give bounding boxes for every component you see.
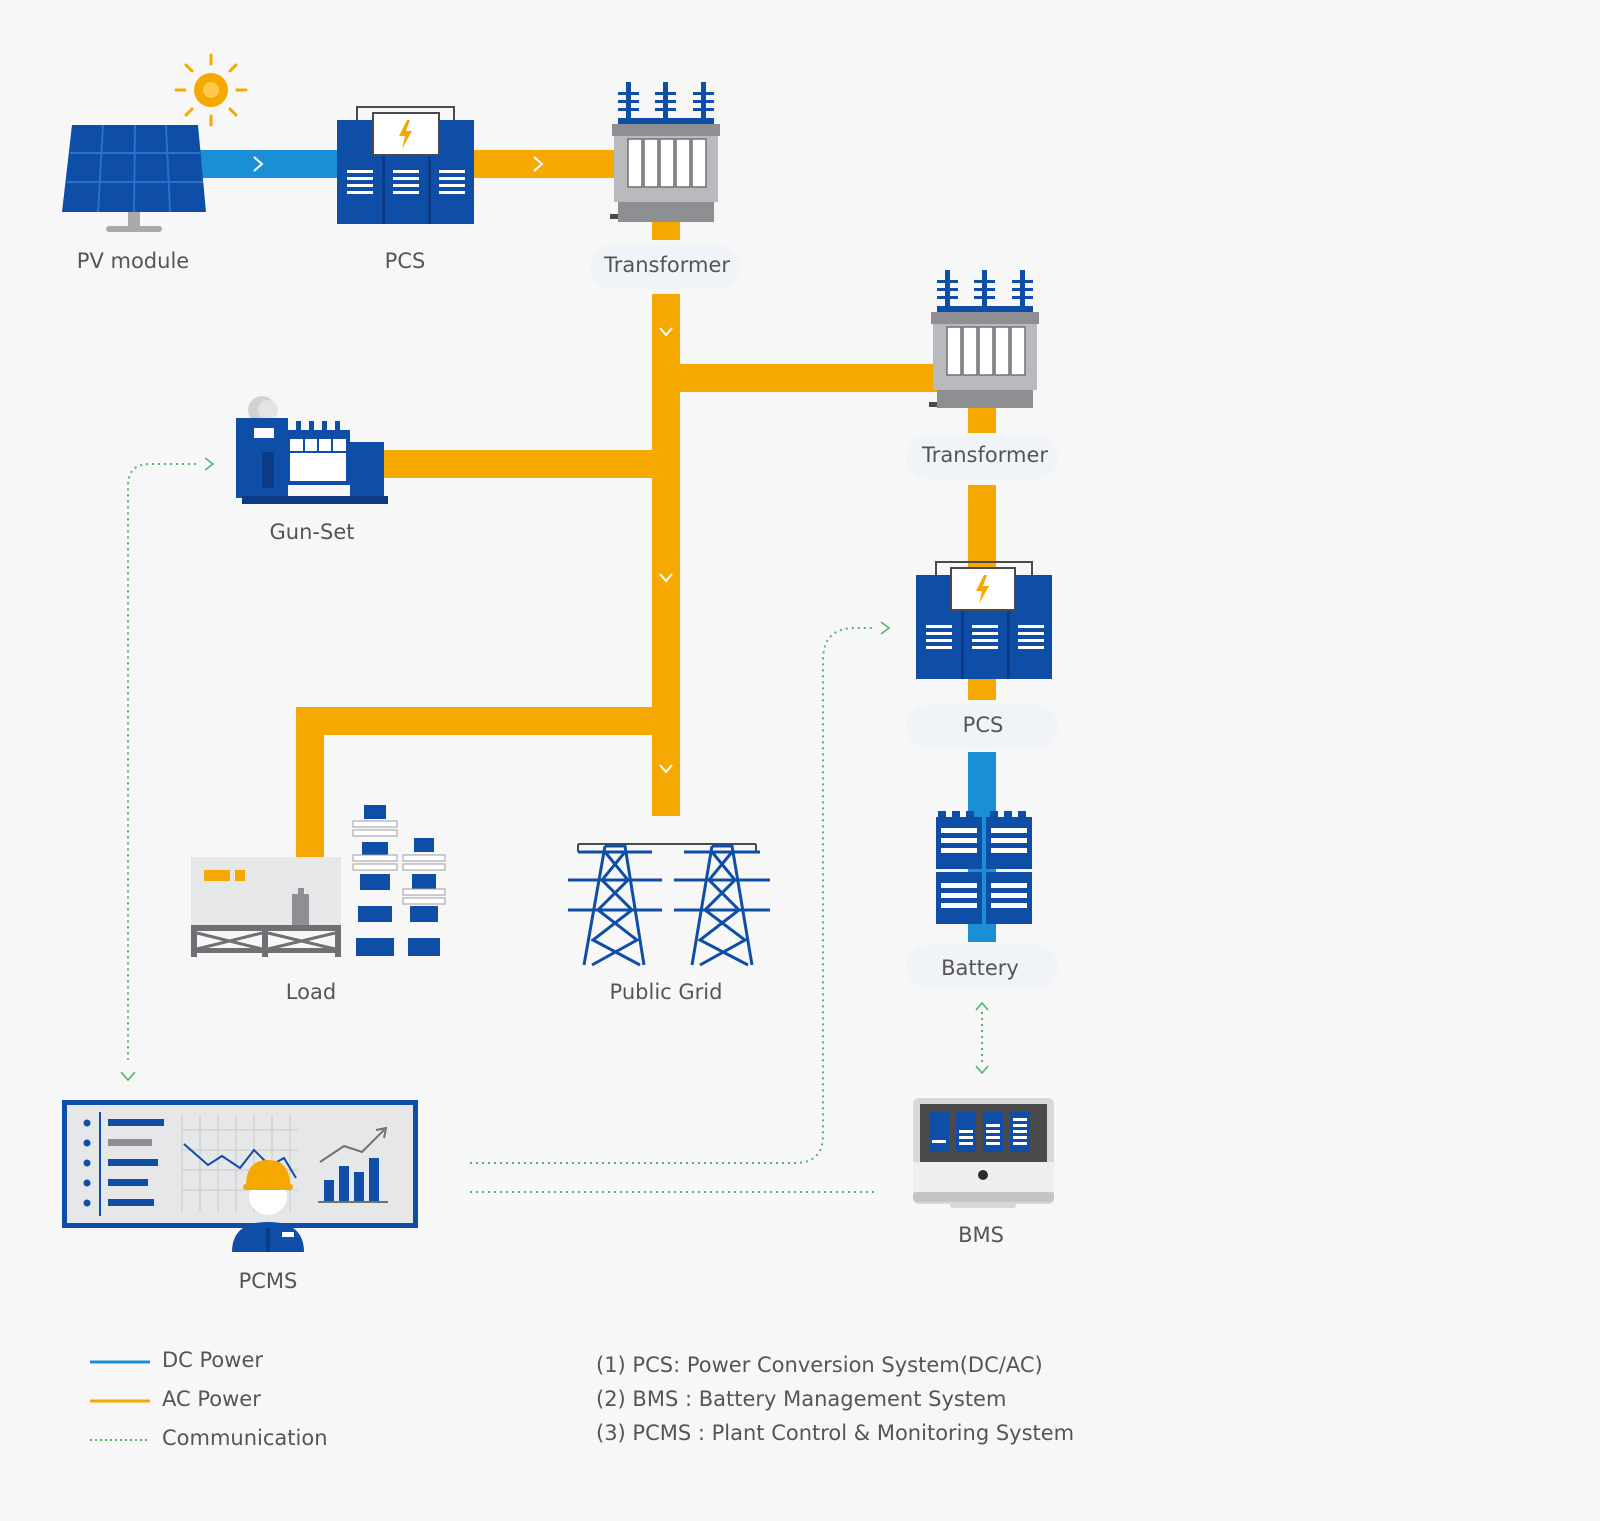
- factory-icon: [191, 805, 446, 957]
- transformer-icon: [610, 82, 720, 222]
- gun-set-label: Gun-Set: [269, 520, 355, 544]
- communication-lines: [127, 463, 983, 1193]
- bms-monitor-icon: [913, 1098, 1054, 1208]
- pcs-cabinet-icon: [337, 106, 474, 224]
- power-tower-icon: [568, 843, 770, 967]
- communication-arrowheads: [120, 457, 989, 1082]
- transformer-right-label-bg: [906, 435, 1058, 479]
- battery-label-bg: [906, 945, 1058, 989]
- legend-swatches: [90, 1360, 150, 1441]
- pcs-right-label-bg: [906, 705, 1058, 749]
- legend-dc-power: DC Power: [162, 1348, 264, 1372]
- battery-rack-icon: [936, 811, 1032, 924]
- engineer-icon: [232, 1160, 304, 1252]
- legend-ac-power: AC Power: [162, 1387, 261, 1411]
- public-grid-label: Public Grid: [609, 980, 723, 1004]
- pcs-top-label: PCS: [384, 249, 426, 273]
- flow-arrows: [253, 156, 673, 774]
- transformer-icon: [929, 270, 1039, 408]
- pcs-right-label: PCS: [962, 713, 1004, 737]
- sun-icon: [174, 53, 248, 127]
- note-pcms: (3) PCMS : Plant Control & Monitoring Sy…: [596, 1421, 1075, 1445]
- legend-communication: Communication: [162, 1426, 328, 1450]
- load-label: Load: [285, 980, 337, 1004]
- note-pcs: (1) PCS: Power Conversion System(DC/AC): [596, 1353, 1043, 1377]
- monitor-dashboard-icon: [62, 1100, 418, 1228]
- battery-label: Battery: [941, 956, 1019, 980]
- transformer-top-label-bg: [590, 245, 740, 289]
- pcms-label: PCMS: [238, 1269, 298, 1293]
- generator-icon: [236, 396, 388, 504]
- bms-label: BMS: [958, 1223, 1004, 1247]
- pv-module-label: PV module: [76, 249, 190, 273]
- note-bms: (2) BMS : Battery Management System: [596, 1387, 1007, 1411]
- solar-panel-icon: [62, 124, 206, 232]
- transformer-right-label: Transformer: [921, 443, 1049, 467]
- transformer-top-label: Transformer: [603, 253, 731, 277]
- pcs-cabinet-icon: [916, 561, 1052, 679]
- dc-line-pv-pcs: [198, 150, 338, 178]
